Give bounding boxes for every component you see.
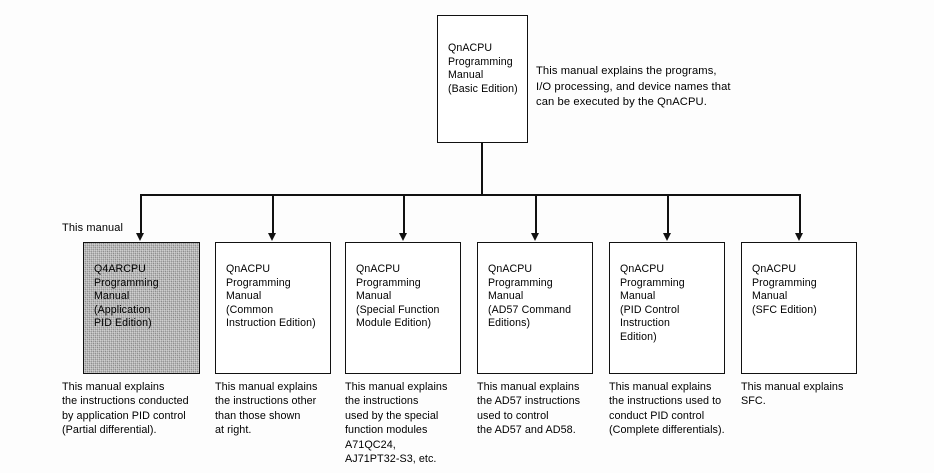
child-caption-3: This manual explains the instructions us… [345, 381, 448, 466]
arrow-head-child-4 [531, 233, 539, 241]
drop-line-child-3 [403, 194, 405, 234]
child-caption-5: This manual explains the instructions us… [609, 381, 725, 437]
drop-line-child-4 [535, 194, 537, 234]
arrow-head-child-6 [795, 233, 803, 241]
root-description-note: This manual explains the programs, I/O p… [536, 65, 731, 109]
child-caption-2: This manual explains the instructions ot… [215, 381, 318, 437]
child-manual-box-2[interactable]: QnACPU Programming Manual (Common Instru… [215, 242, 331, 374]
child-manual-box-4-label: QnACPU Programming Manual (AD57 Command … [488, 263, 572, 330]
drop-line-child-2 [272, 194, 274, 234]
arrow-head-child-5 [663, 233, 671, 241]
child-manual-box-6[interactable]: QnACPU Programming Manual (SFC Edition) [741, 242, 857, 374]
drop-line-child-6 [799, 194, 801, 234]
drop-line-child-5 [667, 194, 669, 234]
drop-line-child-1 [140, 194, 142, 234]
child-manual-box-6-label: QnACPU Programming Manual (SFC Edition) [752, 263, 817, 316]
child-manual-box-5-label: QnACPU Programming Manual (PID Control I… [620, 263, 685, 343]
root-manual-box[interactable]: QnACPU Programming Manual (Basic Edition… [437, 15, 528, 143]
child-manual-box-3-label: QnACPU Programming Manual (Special Funct… [356, 263, 440, 330]
arrow-head-child-2 [268, 233, 276, 241]
child-caption-6: This manual explains SFC. [741, 381, 844, 408]
child-manual-box-3[interactable]: QnACPU Programming Manual (Special Funct… [345, 242, 461, 374]
child-manual-box-5[interactable]: QnACPU Programming Manual (PID Control I… [609, 242, 725, 374]
child-manual-box-2-label: QnACPU Programming Manual (Common Instru… [226, 263, 316, 330]
child-manual-box-1-label: Q4ARCPU Programming Manual (Application … [94, 263, 159, 330]
arrow-head-child-1 [136, 233, 144, 241]
child-manual-box-1[interactable]: Q4ARCPU Programming Manual (Application … [83, 242, 200, 374]
child-caption-4: This manual explains the AD57 instructio… [477, 381, 581, 437]
root-manual-box-label: QnACPU Programming Manual (Basic Edition… [448, 42, 518, 95]
child-caption-1: This manual explains the instructions co… [62, 381, 189, 437]
this-manual-label: This manual [62, 222, 124, 234]
trunk-vertical-line [481, 143, 483, 195]
arrow-head-child-3 [399, 233, 407, 241]
distribution-bus-line [140, 194, 800, 196]
child-manual-box-4[interactable]: QnACPU Programming Manual (AD57 Command … [477, 242, 593, 374]
